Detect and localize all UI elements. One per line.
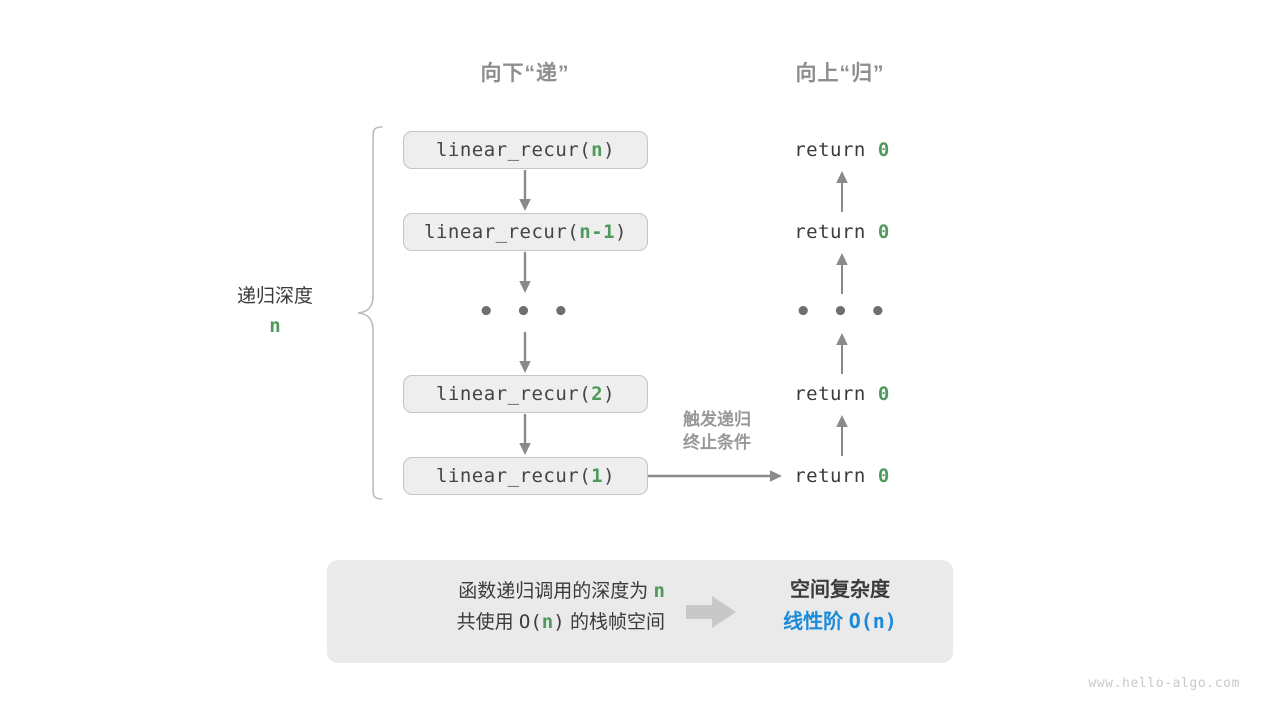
base-case-arrow-icon xyxy=(648,470,782,482)
termination-note-line2: 终止条件 xyxy=(683,433,751,452)
call-frame-arg: 1 xyxy=(591,465,604,487)
summary-line2-bigo-close: ) xyxy=(553,611,565,633)
return-value: 0 xyxy=(877,465,890,487)
return-value: 0 xyxy=(877,139,890,161)
summary-line1-text: 函数递归调用的深度为 xyxy=(458,581,649,602)
summary-line-1: 函数递归调用的深度为 n xyxy=(365,576,665,607)
return-keyword: return xyxy=(794,465,866,487)
call-frame-suffix: ) xyxy=(603,465,616,487)
summary-line2-text: 共使用 xyxy=(456,612,514,633)
return-value: 0 xyxy=(877,221,890,243)
recursion-depth-text: 递归深度 xyxy=(236,286,313,307)
return-statement: return 0 xyxy=(742,465,942,487)
call-frame-suffix: ) xyxy=(615,221,627,243)
termination-condition-note: 触发递归 终止条件 xyxy=(647,408,787,454)
call-frame-box[interactable]: linear_recur(1) xyxy=(403,457,648,495)
return-statement: return 0 xyxy=(742,221,942,243)
summary-description: 函数递归调用的深度为 n 共使用 O(n) 的栈帧空间 xyxy=(365,576,665,638)
call-frame-prefix: linear_recur( xyxy=(435,383,592,405)
return-statement: return 0 xyxy=(742,383,942,405)
complexity-title: 空间复杂度 xyxy=(790,579,890,601)
call-frame-box[interactable]: linear_recur(2) xyxy=(403,375,648,413)
column-header-ascend: 向上“归” xyxy=(795,62,885,85)
call-frame-ellipsis: • • • xyxy=(478,297,572,327)
complexity-value: 线性阶 O(n) xyxy=(740,606,940,638)
right-block-arrow-icon xyxy=(686,596,736,628)
call-frame-prefix: linear_recur( xyxy=(435,139,592,161)
complexity-label: 线性阶 xyxy=(783,611,844,633)
call-frame-box[interactable]: linear_recur(n) xyxy=(403,131,648,169)
summary-line2-var: n xyxy=(541,611,554,633)
return-keyword: return xyxy=(794,221,866,243)
summary-line2-suffix: 的栈帧空间 xyxy=(569,612,665,633)
down-arrow-icon xyxy=(519,414,531,455)
down-arrow-icon xyxy=(519,332,531,373)
call-frame-arg: 2 xyxy=(591,383,604,405)
return-keyword: return xyxy=(794,383,866,405)
recursion-depth-label: 递归深度 n xyxy=(185,282,365,340)
up-arrow-icon xyxy=(836,253,848,294)
call-frame-prefix: linear_recur( xyxy=(424,221,580,243)
summary-result: 空间复杂度 线性阶 O(n) xyxy=(740,575,940,638)
column-header-descend: 向下“递” xyxy=(480,62,570,85)
return-statement: return 0 xyxy=(742,139,942,161)
call-frame-suffix: ) xyxy=(603,383,616,405)
up-arrow-icon xyxy=(836,415,848,456)
recursion-depth-brace xyxy=(357,126,383,500)
summary-line1-var: n xyxy=(653,580,665,602)
watermark: www.hello-algo.com xyxy=(1088,676,1240,691)
recursion-depth-value: n xyxy=(269,315,281,337)
summary-line2-bigo-open: O( xyxy=(518,611,542,633)
down-arrow-icon xyxy=(519,252,531,293)
summary-panel xyxy=(327,560,953,663)
call-frame-arg: n-1 xyxy=(579,221,616,243)
return-ellipsis: • • • xyxy=(795,297,889,327)
return-value: 0 xyxy=(877,383,890,405)
call-frame-arg: n xyxy=(591,139,604,161)
return-keyword: return xyxy=(794,139,866,161)
down-arrow-icon xyxy=(519,170,531,211)
call-frame-suffix: ) xyxy=(603,139,616,161)
complexity-bigo: O(n) xyxy=(848,609,897,633)
call-frame-box[interactable]: linear_recur(n-1) xyxy=(403,213,648,251)
call-frame-prefix: linear_recur( xyxy=(435,465,592,487)
summary-line-2: 共使用 O(n) 的栈帧空间 xyxy=(365,607,665,638)
termination-note-line1: 触发递归 xyxy=(683,410,751,429)
up-arrow-icon xyxy=(836,333,848,374)
up-arrow-icon xyxy=(836,171,848,212)
